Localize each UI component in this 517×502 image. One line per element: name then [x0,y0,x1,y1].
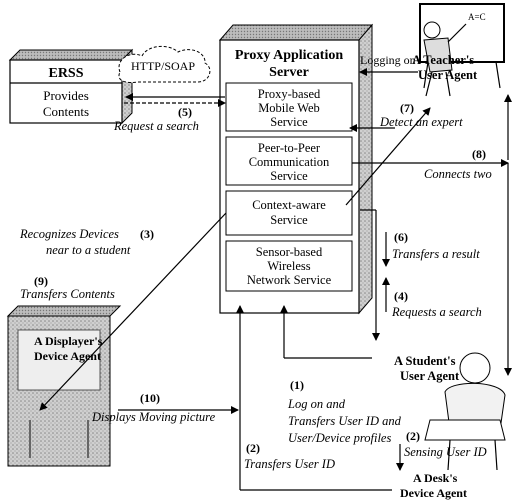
step2b-text: Sensing User ID [404,445,487,459]
step6-text: Transfers a result [392,247,480,261]
service-4-line1: Sensor-based [256,245,323,259]
step3-line2: near to a student [46,243,131,257]
step7-num: (7) [400,101,414,115]
logging-on-label: Logging on [360,53,416,67]
desk-agent-line2: Device Agent [400,486,467,500]
service-3-line2: Service [270,213,308,227]
step4-num: (4) [394,289,408,303]
step2a-text: Transfers User ID [244,457,335,471]
teacher-agent-line2: User Agent [418,68,478,82]
service-2-line3: Service [270,169,308,183]
step1-line1: Log on and [287,397,346,411]
proxy-server-box: Proxy Application Server Proxy-based Mob… [220,25,372,313]
displayer-device [8,306,120,466]
step8-num: (8) [472,147,486,161]
step3-line1: Recognizes Devices [19,227,119,241]
erss-title: ERSS [48,66,83,81]
step10-text: Displays Moving picture [91,410,216,424]
step3-num: (3) [140,227,154,241]
step2a-num: (2) [246,441,260,455]
step10-num: (10) [140,391,160,405]
proxy-title-line2: Server [269,65,309,80]
student-agent-line2: User Agent [400,369,460,383]
service-1-line1: Proxy-based [258,87,321,101]
erss-box: ERSS Provides Contents [10,50,132,123]
http-soap-cloud: HTTP/SOAP [119,46,210,82]
step1-line3: User/Device profiles [288,431,391,445]
erss-line1: Provides [43,88,89,103]
service-4-line3: Network Service [247,273,332,287]
step5-text: Request a search [113,119,199,133]
step8-text: Connects two [424,167,492,181]
step5-num: (5) [178,105,192,119]
http-soap-label: HTTP/SOAP [131,59,195,73]
service-1-line2: Mobile Web [258,101,320,115]
step1-num: (1) [290,378,304,392]
step7-text: Detect an expert [379,115,463,129]
erss-line2: Contents [43,104,89,119]
service-1-line3: Service [270,115,308,129]
step9-num: (9) [34,274,48,288]
displayer-agent-line1: A Displayer's [34,334,103,348]
step4-text: Requests a search [391,305,482,319]
step2b-num: (2) [406,429,420,443]
desk-agent-line1: A Desk's [413,471,458,485]
service-2-line1: Peer-to-Peer [258,141,321,155]
proxy-title-line1: Proxy Application [235,48,343,63]
teacher-figure: A=C [420,4,504,96]
teacher-agent-line1: A Teacher's [412,53,474,67]
step9-text: Transfers Contents [20,287,115,301]
service-3-line1: Context-aware [252,198,326,212]
student-agent-line1: A Student's [394,354,456,368]
step1-line2: Transfers User ID and [288,414,402,428]
board-text: A=C [468,12,486,22]
service-4-line2: Wireless [267,259,310,273]
service-2-line2: Communication [249,155,330,169]
step6-num: (6) [394,230,408,244]
